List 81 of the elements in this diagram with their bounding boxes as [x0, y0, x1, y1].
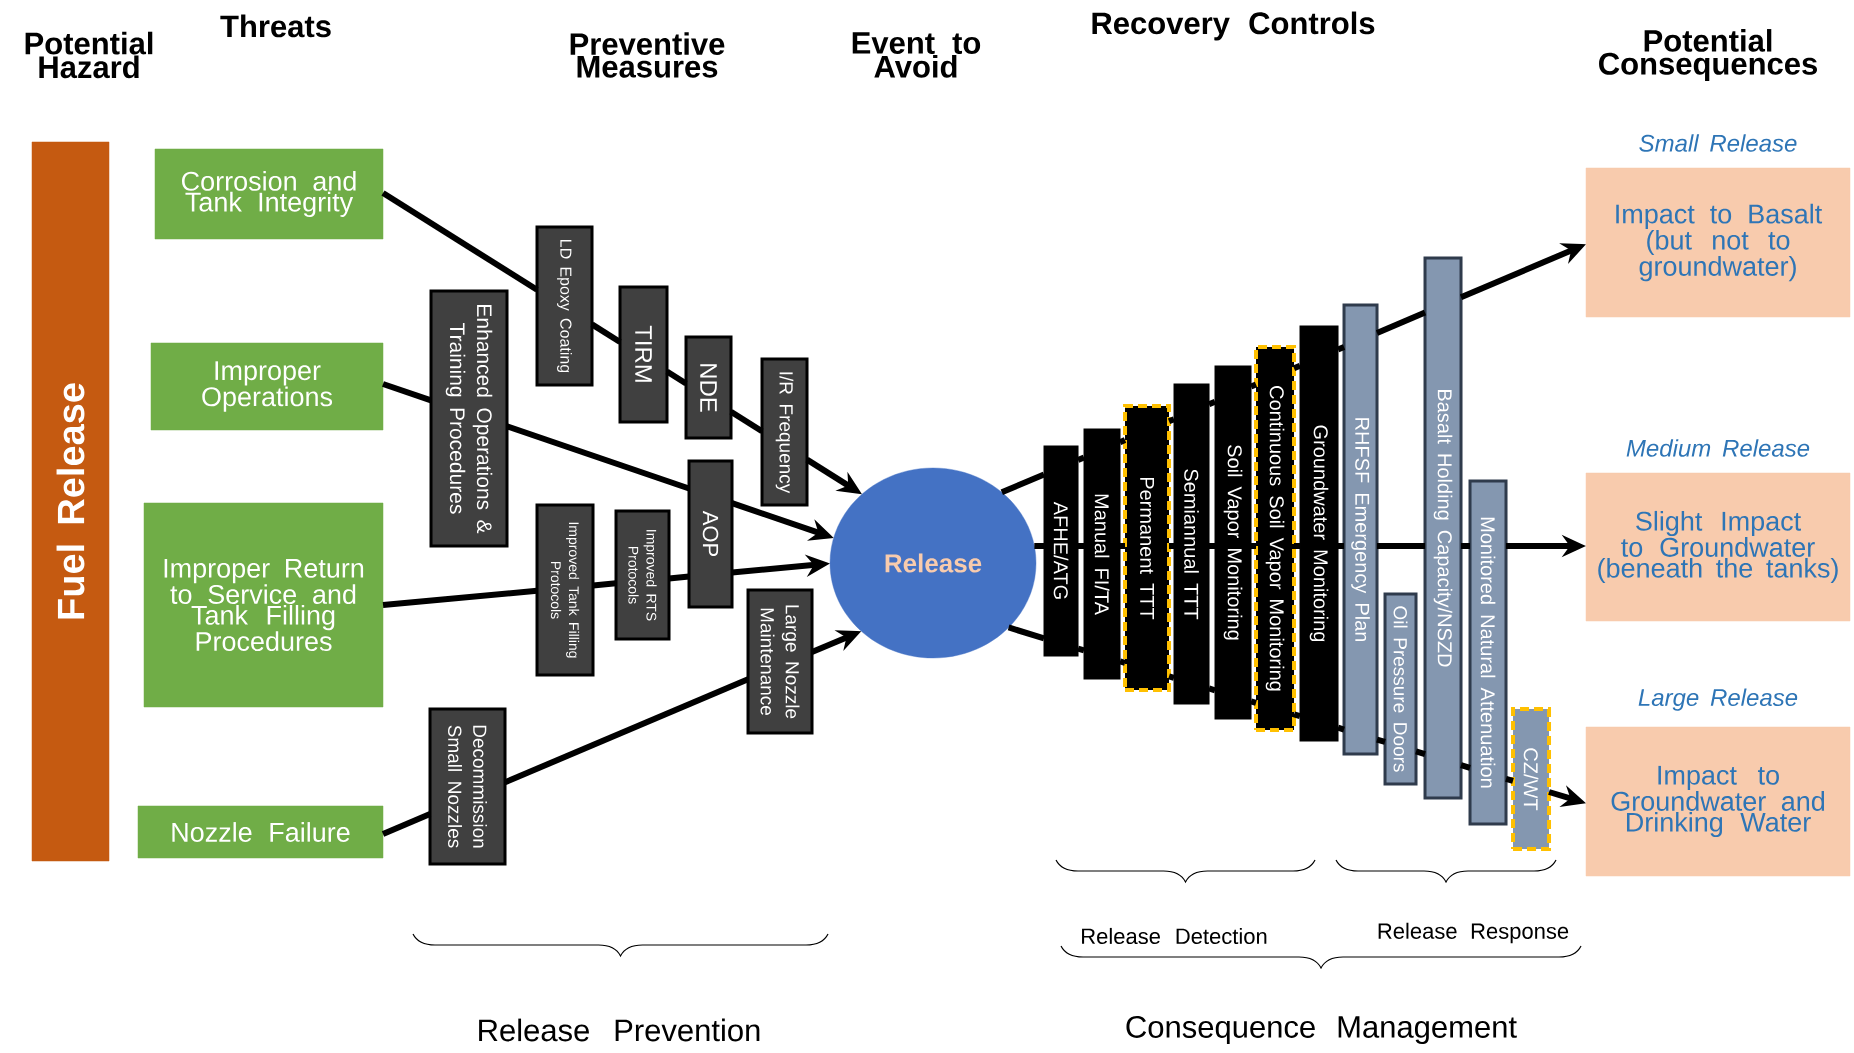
connector-line	[1007, 624, 1045, 642]
barrier-box: Improved RTS Protocols	[614, 509, 671, 641]
barrier-box: Oil Pressure Doors	[1383, 592, 1418, 786]
group-label: Release Response	[1378, 922, 1569, 944]
consequence-box: Slight Impact to Groundwater (beneath the tanks)	[1585, 472, 1851, 622]
barrier-box: Improved Tank Filling Protocols	[535, 503, 595, 677]
threat-box: Improper Return to Service and Tank Filling Procedures	[143, 502, 384, 708]
connector-line	[590, 321, 622, 345]
connector-line	[1209, 543, 1215, 549]
group-label: Release Detection	[1082, 927, 1267, 945]
connector-line	[1294, 543, 1300, 549]
group-label: Consequence Management	[1126, 1015, 1517, 1045]
consequence-box: Impact to Basalt (but not to groundwater)	[1585, 167, 1851, 318]
barrier-box: Large Nozzle Maintenance	[746, 588, 814, 735]
barrier-box: I/R Frequency	[760, 357, 809, 507]
threat-box: Improper Operations	[150, 342, 384, 431]
connector-line	[1167, 416, 1176, 425]
connector-line	[592, 580, 617, 589]
column-heading: Preventive Measures	[570, 32, 725, 78]
barrier-box: Soil Vapor Monitoring	[1214, 365, 1252, 720]
barrier-box: Manual FI/TA	[1083, 428, 1121, 680]
barrier-box: Basalt Holding Capacity/NSZD	[1423, 256, 1463, 800]
release-size-label: Small Release	[1639, 134, 1797, 152]
connector-line	[1415, 748, 1426, 758]
connector-line	[1034, 543, 1044, 549]
connector-line	[382, 381, 432, 404]
column-heading: Potential Consequences	[1599, 29, 1817, 81]
connector-line	[1119, 658, 1126, 666]
connector-line	[503, 676, 750, 786]
threat-box: Corrosion and Tank Integrity	[154, 148, 384, 240]
barrier-box: NDE	[684, 335, 733, 440]
connector-line	[1336, 344, 1346, 353]
connector-line	[381, 811, 432, 837]
connector-line	[1000, 471, 1046, 496]
barrier-box: Decommission Small Nozzles	[428, 707, 507, 866]
connector-line	[381, 190, 539, 293]
connector-line	[1250, 698, 1257, 706]
hazard-bar: Fuel Release	[31, 141, 110, 862]
connector-line	[729, 409, 764, 434]
connector-line	[1169, 543, 1174, 549]
threat-box: Nozzle Failure	[137, 805, 384, 859]
barrier-box: Enhanced Operations & Training Procedures	[429, 289, 509, 548]
connector-line	[382, 587, 538, 608]
barrier-box: AOP	[687, 459, 734, 609]
connector-line	[1375, 309, 1427, 336]
column-heading: Threats	[220, 14, 331, 38]
group-label: Release Prevention	[479, 1018, 760, 1042]
barrier-box: Semiannual TTT	[1173, 383, 1210, 705]
barrier-box: TIRM	[618, 285, 669, 424]
barrier-box: CZ/WT	[1511, 707, 1551, 851]
barrier-box: Continuous Soil Vapor Monitoring	[1254, 345, 1296, 732]
barrier-box: Groundwater Monitoring	[1299, 325, 1339, 742]
connector-line	[1077, 645, 1085, 654]
connector-line	[665, 368, 688, 387]
connector-line	[1292, 362, 1302, 371]
connector-line	[1078, 543, 1084, 549]
release-size-label: Medium Release	[1626, 439, 1810, 457]
column-heading: Potential Hazard	[25, 31, 153, 79]
connector-line	[1120, 543, 1125, 549]
connector-line	[1207, 399, 1217, 408]
connector-line	[1208, 685, 1216, 694]
barrier-box: RHFSF Emergency Plan	[1342, 303, 1379, 756]
connector-line	[1505, 776, 1514, 784]
connector-line	[1376, 736, 1386, 745]
barrier-box: LD Epoxy Coating	[535, 225, 594, 387]
consequence-box: Impact to Groundwater and Drinking Water	[1585, 726, 1851, 877]
connector-line	[668, 573, 690, 582]
connector-line	[1460, 762, 1471, 771]
connector-line	[506, 423, 690, 492]
column-heading: Event to Avoid	[852, 32, 981, 78]
connector-line	[1249, 381, 1258, 390]
barrier-box: Monitored Natural Attenuation	[1468, 479, 1508, 826]
connector-line	[1293, 711, 1301, 720]
connector-line	[1337, 724, 1345, 733]
release-size-label: Large Release	[1638, 688, 1798, 711]
connector-line	[1076, 454, 1086, 463]
barrier-box: AFHE/ATG	[1043, 445, 1079, 657]
barrier-box: Permanent TTT	[1123, 404, 1171, 692]
connector-line	[1168, 673, 1175, 681]
column-heading: Recovery Controls	[1092, 11, 1375, 41]
connector-line	[1118, 437, 1127, 445]
